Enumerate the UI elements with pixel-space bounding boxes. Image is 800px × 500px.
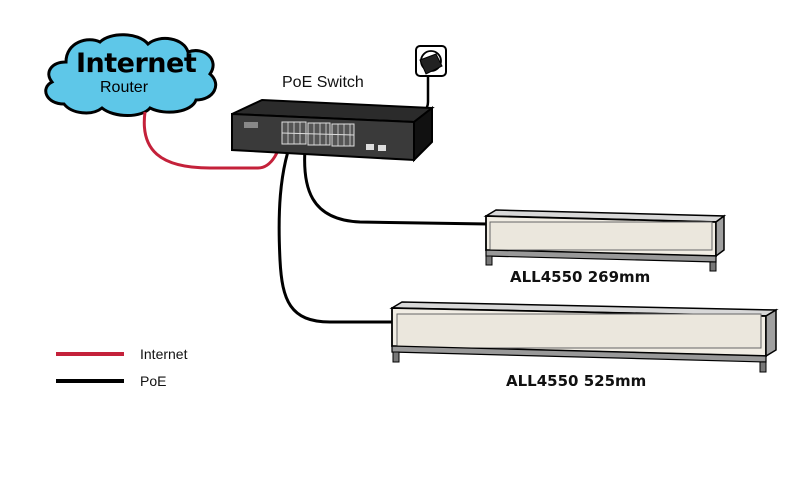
internet-cloud bbox=[44, 33, 218, 117]
legend-poe-label: PoE bbox=[140, 373, 167, 389]
device-bar-525 bbox=[389, 301, 779, 373]
device-bar-269 bbox=[483, 209, 727, 272]
legend-internet-label: Internet bbox=[140, 346, 188, 362]
device-label-269: ALL4550 269mm bbox=[510, 268, 651, 286]
switch-ports bbox=[244, 121, 386, 151]
plug-icon bbox=[419, 53, 443, 75]
cloud-shape bbox=[44, 33, 218, 117]
switch-label: PoE Switch bbox=[282, 74, 364, 91]
poe-cable-short bbox=[303, 137, 489, 226]
device-label-525: ALL4550 525mm bbox=[506, 372, 647, 390]
poe-switch bbox=[231, 98, 435, 163]
cloud-title: Internet bbox=[76, 48, 197, 79]
poe-cable-long bbox=[277, 131, 396, 324]
cloud-subtitle: Router bbox=[100, 79, 149, 96]
